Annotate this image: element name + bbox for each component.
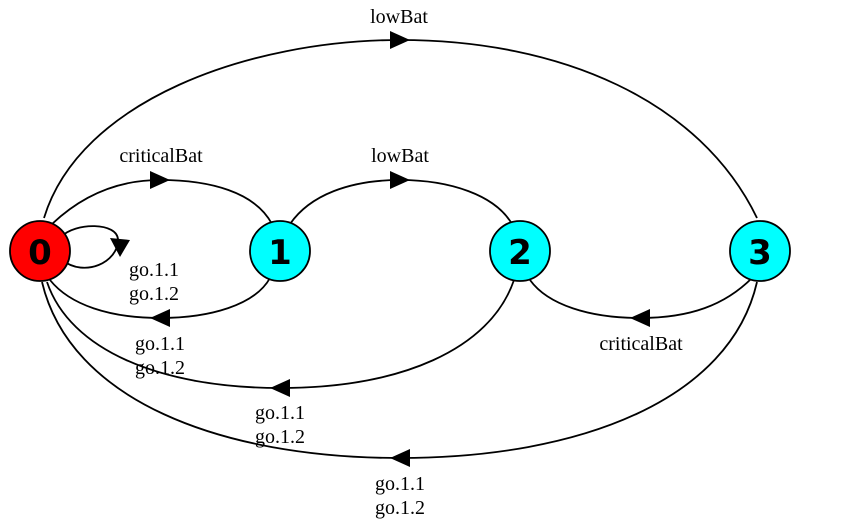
edge-0-to-3-label: lowBat: [370, 6, 428, 28]
edge-0-self-loop-arrowhead: [110, 238, 130, 257]
edge-0-to-1: criticalBat: [51, 145, 273, 225]
node-1-label: 1: [268, 233, 292, 273]
edge-3-to-0-label-line2: go.1.2: [375, 497, 425, 519]
edge-0-self-loop: go.1.1 go.1.2: [60, 225, 179, 305]
edge-2-to-0-arrowhead: [270, 379, 290, 397]
edge-1-to-2-arrowhead: [390, 171, 410, 189]
node-3-circle: [729, 220, 791, 282]
node-1-circle: [249, 220, 311, 282]
edge-0-to-1-label: criticalBat: [119, 145, 203, 167]
edge-3-to-0-label-line1: go.1.1: [375, 473, 425, 495]
node-2: 2: [489, 220, 551, 282]
edge-1-to-0-arrowhead: [150, 309, 170, 327]
node-1: 1: [249, 220, 311, 282]
edge-3-to-2-label: criticalBat: [599, 333, 683, 355]
edge-3-to-2-arrowhead: [630, 309, 650, 327]
edge-3-to-0-arrowhead: [390, 449, 410, 467]
node-2-circle: [489, 220, 551, 282]
edge-0-to-3-arrowhead: [390, 31, 410, 49]
edge-2-to-0: go.1.1 go.1.2: [46, 279, 515, 448]
edge-3-to-2: criticalBat: [529, 277, 753, 355]
node-3: 3: [729, 220, 791, 282]
edge-1-to-0-label-line2: go.1.2: [135, 357, 185, 379]
edge-2-to-0-label-line1: go.1.1: [255, 402, 305, 424]
node-2-label: 2: [508, 233, 532, 273]
edge-0-to-1-arrowhead: [150, 171, 170, 189]
edge-1-to-0-label-line1: go.1.1: [135, 333, 185, 355]
edge-0-to-3: lowBat: [43, 6, 758, 219]
node-0: 0: [9, 220, 71, 282]
edge-1-to-2: lowBat: [289, 145, 513, 225]
edge-0-self-loop-label-line1: go.1.1: [129, 259, 179, 281]
edge-1-to-2-label: lowBat: [371, 145, 429, 167]
edge-0-self-loop-label-line2: go.1.2: [129, 283, 179, 305]
node-3-label: 3: [748, 233, 772, 273]
node-0-label: 0: [28, 233, 52, 273]
node-0-circle: [9, 220, 71, 282]
edge-2-to-0-label-line2: go.1.2: [255, 426, 305, 448]
edge-3-to-0: go.1.1 go.1.2: [41, 281, 758, 519]
edge-1-to-0: go.1.1 go.1.2: [49, 277, 271, 379]
